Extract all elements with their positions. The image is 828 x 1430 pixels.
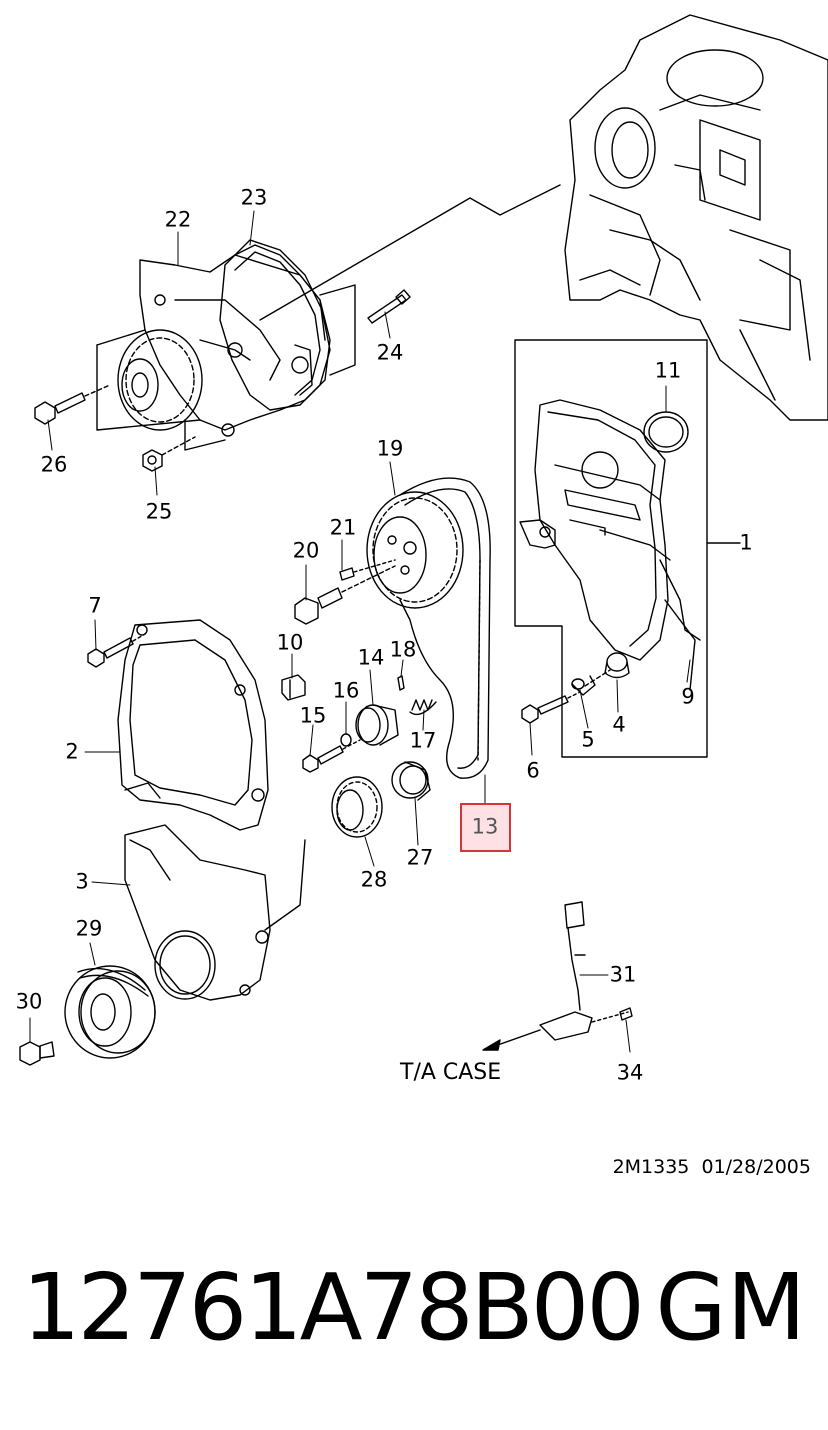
bolt-20	[294, 565, 396, 625]
callout-24: 24	[376, 340, 404, 365]
o-ring-11	[643, 411, 689, 453]
callout-27: 27	[406, 845, 434, 870]
bolt-30	[19, 1041, 55, 1066]
gasket-9	[664, 599, 696, 691]
camshaft-sprocket-19	[366, 491, 464, 609]
callout-20: 20	[292, 538, 320, 563]
bushing-5	[571, 675, 596, 696]
callout-21: 21	[329, 515, 357, 540]
bolt-34	[619, 1007, 633, 1021]
callout-5: 5	[581, 727, 595, 752]
callout-31: 31	[609, 962, 637, 987]
crankshaft-pulley-29	[64, 965, 156, 1059]
group-bracket-1	[514, 339, 708, 758]
ta-case-arrow	[482, 1029, 541, 1051]
front-lower-cover-3	[124, 824, 271, 1001]
callout-9: 9	[681, 684, 695, 709]
sensor-31	[539, 901, 629, 1041]
washer-16	[340, 733, 352, 747]
callout-18: 18	[389, 637, 417, 662]
bolt-6	[521, 691, 581, 724]
callout-4: 4	[612, 712, 626, 737]
pump-sprocket	[117, 329, 203, 431]
callout-25: 25	[145, 499, 173, 524]
callout-6: 6	[526, 758, 540, 783]
pin-21	[339, 567, 355, 581]
ta-case-label: T/A CASE	[400, 1060, 502, 1085]
spacer-4	[604, 652, 630, 679]
part-number: 12761A78B00	[22, 1254, 645, 1361]
engine-block	[564, 14, 828, 421]
callout-11: 11	[654, 358, 682, 383]
callout-14: 14	[357, 645, 385, 670]
assembly-leader-line	[259, 184, 561, 321]
leader-lines	[29, 210, 691, 1053]
callout-22: 22	[164, 207, 192, 232]
bolt-26	[34, 384, 111, 425]
callout-30: 30	[15, 989, 43, 1014]
nut-25	[142, 436, 196, 472]
tensioner-14	[355, 704, 399, 746]
front-upper-cover-2	[117, 619, 269, 831]
callout-29: 29	[75, 916, 103, 941]
callout-13[interactable]: 13	[471, 814, 499, 839]
callout-3: 3	[75, 869, 89, 894]
crank-sprocket-28	[331, 776, 383, 838]
callout-17: 17	[409, 728, 437, 753]
callout-10: 10	[276, 630, 304, 655]
callout-15: 15	[299, 703, 327, 728]
gasket-23	[219, 239, 331, 411]
timing-belt-13	[399, 477, 491, 779]
highlight-box-13	[460, 803, 511, 852]
callout-2: 2	[65, 739, 79, 764]
pin-18	[397, 675, 405, 691]
bolt-7	[87, 633, 146, 668]
callout-19: 19	[376, 436, 404, 461]
callout-7: 7	[88, 593, 102, 618]
water-pump	[139, 244, 331, 437]
callout-26: 26	[40, 452, 68, 477]
stud-24	[367, 289, 411, 324]
footer: 12761A78B00 GM	[0, 1262, 828, 1382]
rear-timing-cover	[519, 399, 701, 661]
clip-10	[281, 674, 306, 701]
seal-27	[391, 761, 431, 801]
spring-17	[409, 699, 437, 716]
callout-34: 34	[616, 1060, 644, 1085]
callout-16: 16	[332, 678, 360, 703]
exploded-parts-diagram: 1 2 3 4 5 6 7 9 10 11 13 14 15 16 17 18 …	[15, 14, 828, 1085]
diagram-reference: 2M1335 01/28/2005	[612, 1156, 811, 1178]
callout-28: 28	[360, 867, 388, 892]
callout-23: 23	[240, 185, 268, 210]
callout-1: 1	[739, 530, 753, 555]
brand-name: GM	[655, 1254, 806, 1361]
